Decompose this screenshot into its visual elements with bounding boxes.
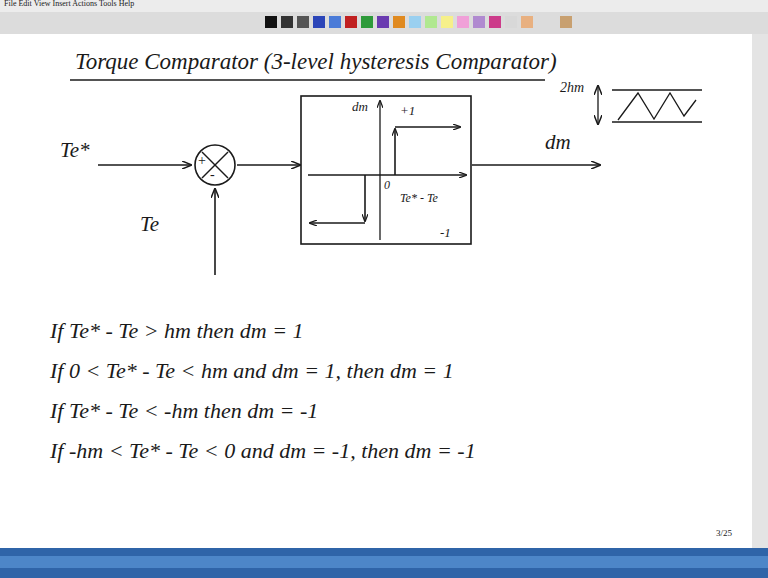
signal-name: Te [140, 212, 159, 237]
band-label: 2hm [560, 80, 584, 97]
bottom-track [0, 556, 768, 568]
signal-connector [237, 164, 300, 166]
feedback-wire [214, 189, 216, 275]
node-text: -1 [440, 225, 451, 241]
toolbar [0, 12, 768, 34]
node-text: + [198, 153, 206, 170]
signal-name: dm [545, 130, 571, 155]
summing-junction: +- [193, 143, 237, 187]
input-wire [98, 164, 191, 166]
bottom-bar [0, 548, 768, 578]
condition-note: If 0 < Te* - Te < hm and dm = 1, then dm… [50, 358, 454, 384]
scrollbar [752, 34, 768, 548]
menu-bar [0, 0, 768, 12]
band-arrow [597, 86, 598, 124]
node-text: - [210, 167, 215, 184]
slide-title: Torque Comparator (3-level hysteresis Co… [75, 48, 557, 76]
menu-text: File Edit View Insert Actions Tools Help [4, 0, 134, 9]
signal-name: Te* [60, 138, 90, 163]
condition-note: If Te* - Te < -hm then dm = -1 [50, 398, 318, 424]
toolbar-swatches [265, 16, 572, 28]
hysteresis-comparator-box: dm +1 0 -1 Te* - Te [300, 95, 472, 245]
comparator-outline [300, 95, 472, 245]
hysteresis-band-sketch [612, 90, 702, 122]
node-text: 0 [384, 178, 390, 192]
node-text: Te* - Te [400, 191, 438, 205]
node-text: dm [352, 99, 368, 115]
node-text: +1 [400, 103, 415, 119]
page-number: 3/25 [716, 528, 732, 539]
condition-note: If Te* - Te > hm then dm = 1 [50, 318, 304, 344]
output-wire [472, 164, 600, 166]
title-underline [70, 79, 545, 81]
condition-note: If -hm < Te* - Te < 0 and dm = -1, then … [50, 438, 476, 464]
